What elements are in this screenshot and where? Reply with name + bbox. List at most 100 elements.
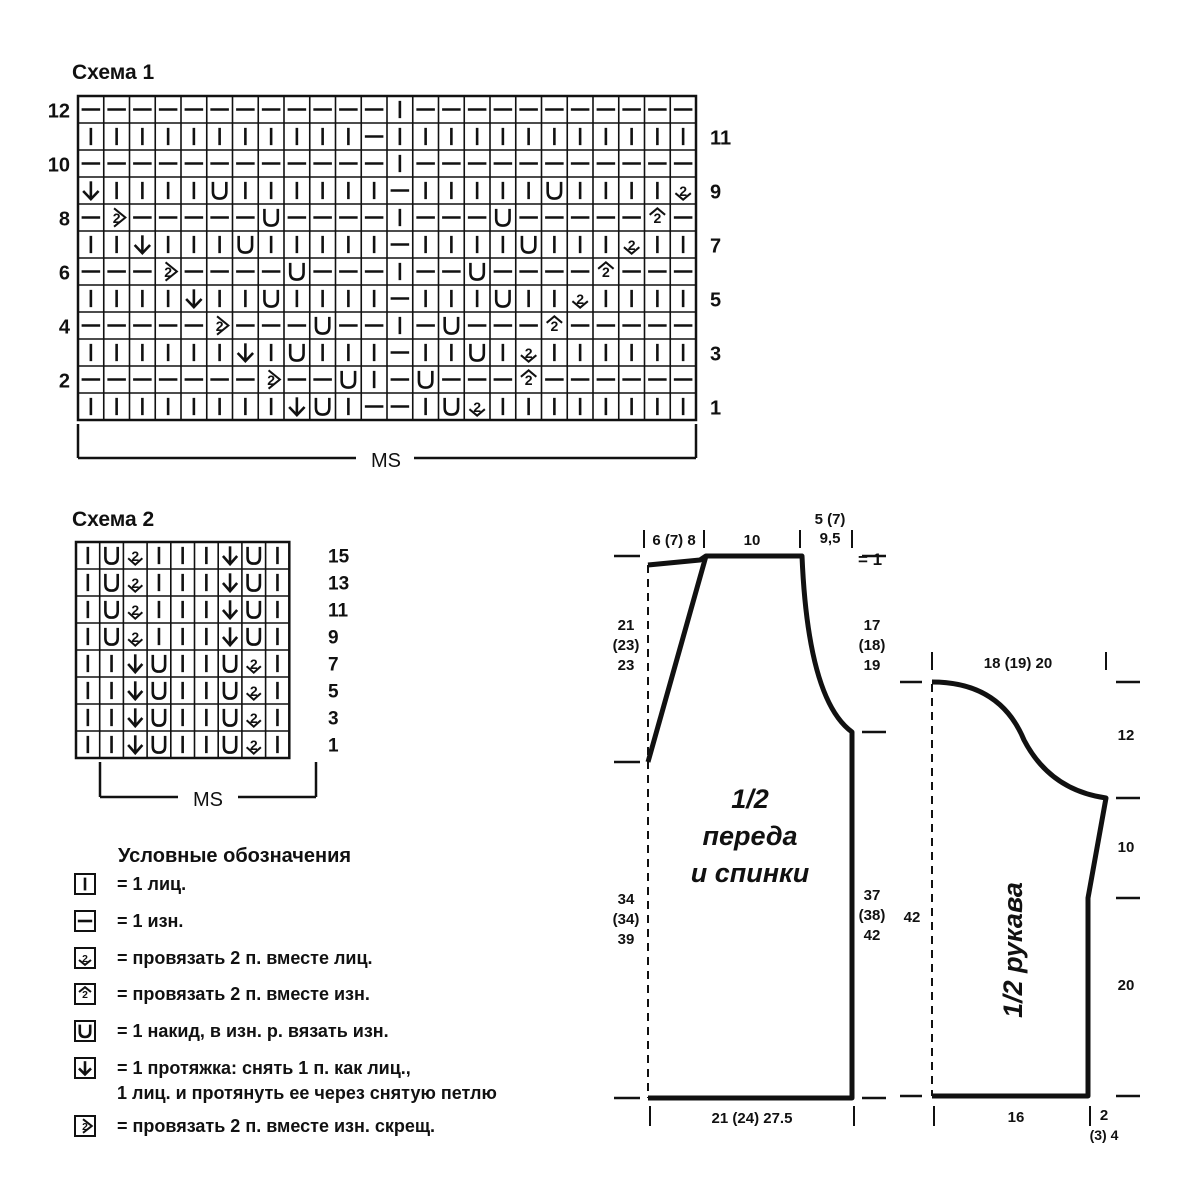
scheme1-ms-label: MS <box>371 450 401 472</box>
svg-text:2: 2 <box>267 372 275 388</box>
legend-text: = провязать 2 п. вместе изн. скрещ. <box>117 1116 435 1136</box>
svg-text:2: 2 <box>250 737 258 753</box>
k2tog-symbol: 2 <box>245 710 262 729</box>
scheme1-row-label: 2 <box>59 371 70 393</box>
k2tog-symbol: 2 <box>520 345 537 363</box>
body-pattern: 6 (7) 8 10 5 (7) 9,5 = 1 21 (23) 23 17 (… <box>613 511 886 1127</box>
body-right-upper-3: 19 <box>864 657 881 674</box>
k2tog-symbol: 2 <box>245 656 262 675</box>
sleeve-bottom-dim: 16 <box>1008 1109 1025 1126</box>
yarn-over-symbol <box>546 181 563 200</box>
svg-text:2: 2 <box>164 264 172 280</box>
k2tog-symbol: 2 <box>674 183 692 201</box>
scheme1-row: 2 <box>89 343 685 364</box>
legend-item: 2= провязать 2 п. вместе изн. скрещ. <box>74 1115 435 1137</box>
k2tog-symbol: 2 <box>571 291 589 309</box>
sleeve-bottom-right-dim-1: 2 <box>1100 1107 1108 1124</box>
yarn-over-symbol <box>246 600 262 619</box>
yarn-over-symbol <box>443 316 460 335</box>
yarn-over-symbol <box>246 627 262 646</box>
k2tog-symbol: 2 <box>468 399 486 417</box>
svg-text:2: 2 <box>82 990 88 1001</box>
yarn-over-symbol <box>246 546 262 565</box>
yarn-over-symbol <box>263 289 280 308</box>
slip-knit-pass-symbol <box>288 397 306 418</box>
legend-text: = 1 изн. <box>117 911 183 931</box>
svg-text:2: 2 <box>653 210 661 226</box>
svg-text:2: 2 <box>628 237 636 253</box>
scheme2-row-label: 13 <box>328 574 349 595</box>
yarn-over-symbol <box>151 735 167 754</box>
scheme2-row-label: 9 <box>328 628 339 649</box>
yarn-over-symbol <box>151 654 167 673</box>
slip-knit-pass-symbol <box>127 654 144 675</box>
body-top-right-dim-1: 5 (7) <box>815 511 846 528</box>
k2tog-symbol: 2 <box>127 548 144 567</box>
yarn-over-symbol <box>222 681 238 700</box>
scheme1-row-label: 3 <box>710 344 721 366</box>
slip-knit-pass-symbol <box>236 343 255 364</box>
body-left-upper-3: 23 <box>618 657 635 674</box>
svg-text:2: 2 <box>576 291 584 307</box>
scheme1-row-label: 10 <box>48 155 70 177</box>
scheme1-row <box>81 100 693 119</box>
yarn-over-symbol <box>151 708 167 727</box>
svg-text:2: 2 <box>131 602 139 618</box>
k2tog-symbol: 2 <box>127 575 144 594</box>
yarn-over-symbol <box>494 289 511 308</box>
svg-text:2: 2 <box>250 683 258 699</box>
p2tog-symbol: 2 <box>520 369 537 388</box>
scheme2-row-label: 3 <box>328 709 339 730</box>
svg-text:2: 2 <box>250 656 258 672</box>
svg-text:2: 2 <box>525 345 533 361</box>
svg-text:2: 2 <box>131 548 139 564</box>
slip-knit-pass-symbol <box>221 627 239 648</box>
svg-text:2: 2 <box>550 318 558 334</box>
sleeve-right-top-dim: 12 <box>1118 727 1135 744</box>
yarn-over-symbol <box>104 627 120 646</box>
scheme2-row: 2 <box>86 654 279 675</box>
svg-text:2: 2 <box>679 183 687 199</box>
scheme1-row <box>81 154 693 173</box>
body-left-lower-2: (34) <box>613 911 640 928</box>
legend-item: = 1 лиц. <box>74 873 186 895</box>
svg-text:2: 2 <box>131 575 139 591</box>
slip-knit-pass-symbol <box>133 235 152 256</box>
legend-title: Условные обозначения <box>118 845 351 867</box>
scheme2-row: 2 <box>86 600 279 621</box>
slip-knit-pass-symbol <box>78 1061 92 1077</box>
legend-text: = 1 накид, в изн. р. вязать изн. <box>117 1021 389 1041</box>
yarn-over-symbol <box>314 397 331 416</box>
yarn-over-symbol <box>222 654 238 673</box>
p2tog-tbl-symbol: 2 <box>164 261 179 282</box>
legend: = 1 лиц.= 1 изн.2= провязать 2 п. вместе… <box>74 873 497 1137</box>
k2tog-symbol: 2 <box>78 954 92 967</box>
yarn-over-symbol <box>211 181 228 200</box>
slip-knit-pass-symbol <box>185 289 203 310</box>
scheme2-row: 2 <box>86 627 279 648</box>
svg-text:2: 2 <box>473 399 481 415</box>
svg-text:2: 2 <box>216 318 224 334</box>
yarn-over-symbol <box>288 343 305 362</box>
scheme1-row-label: 11 <box>710 128 731 150</box>
body-label-3: и спинки <box>691 858 810 888</box>
legend-item: = 1 протяжка: снять 1 п. как лиц.,1 лиц.… <box>74 1057 497 1103</box>
sleeve-bottom-right-dim-2: (3) 4 <box>1090 1127 1119 1143</box>
slip-knit-pass-symbol <box>127 708 144 729</box>
scheme2-ms-label: MS <box>193 789 223 811</box>
yarn-over-symbol <box>469 262 486 281</box>
sleeve-right-mid-dim: 10 <box>1118 839 1135 856</box>
body-top-left-dim: 6 (7) 8 <box>652 532 695 549</box>
body-left-upper-2: (23) <box>613 637 640 654</box>
legend-text: = 1 лиц. <box>117 874 186 894</box>
scheme2-row: 2 <box>86 681 279 702</box>
yarn-over-symbol <box>417 370 434 389</box>
scheme2-row-label: 5 <box>328 682 339 703</box>
sleeve-label: 1/2 рукава <box>998 882 1028 1018</box>
sleeve-pattern: 18 (19) 20 12 10 20 42 16 2 (3) 4 1/2 ру… <box>900 652 1140 1143</box>
sleeve-top-dim: 18 (19) 20 <box>984 655 1052 672</box>
